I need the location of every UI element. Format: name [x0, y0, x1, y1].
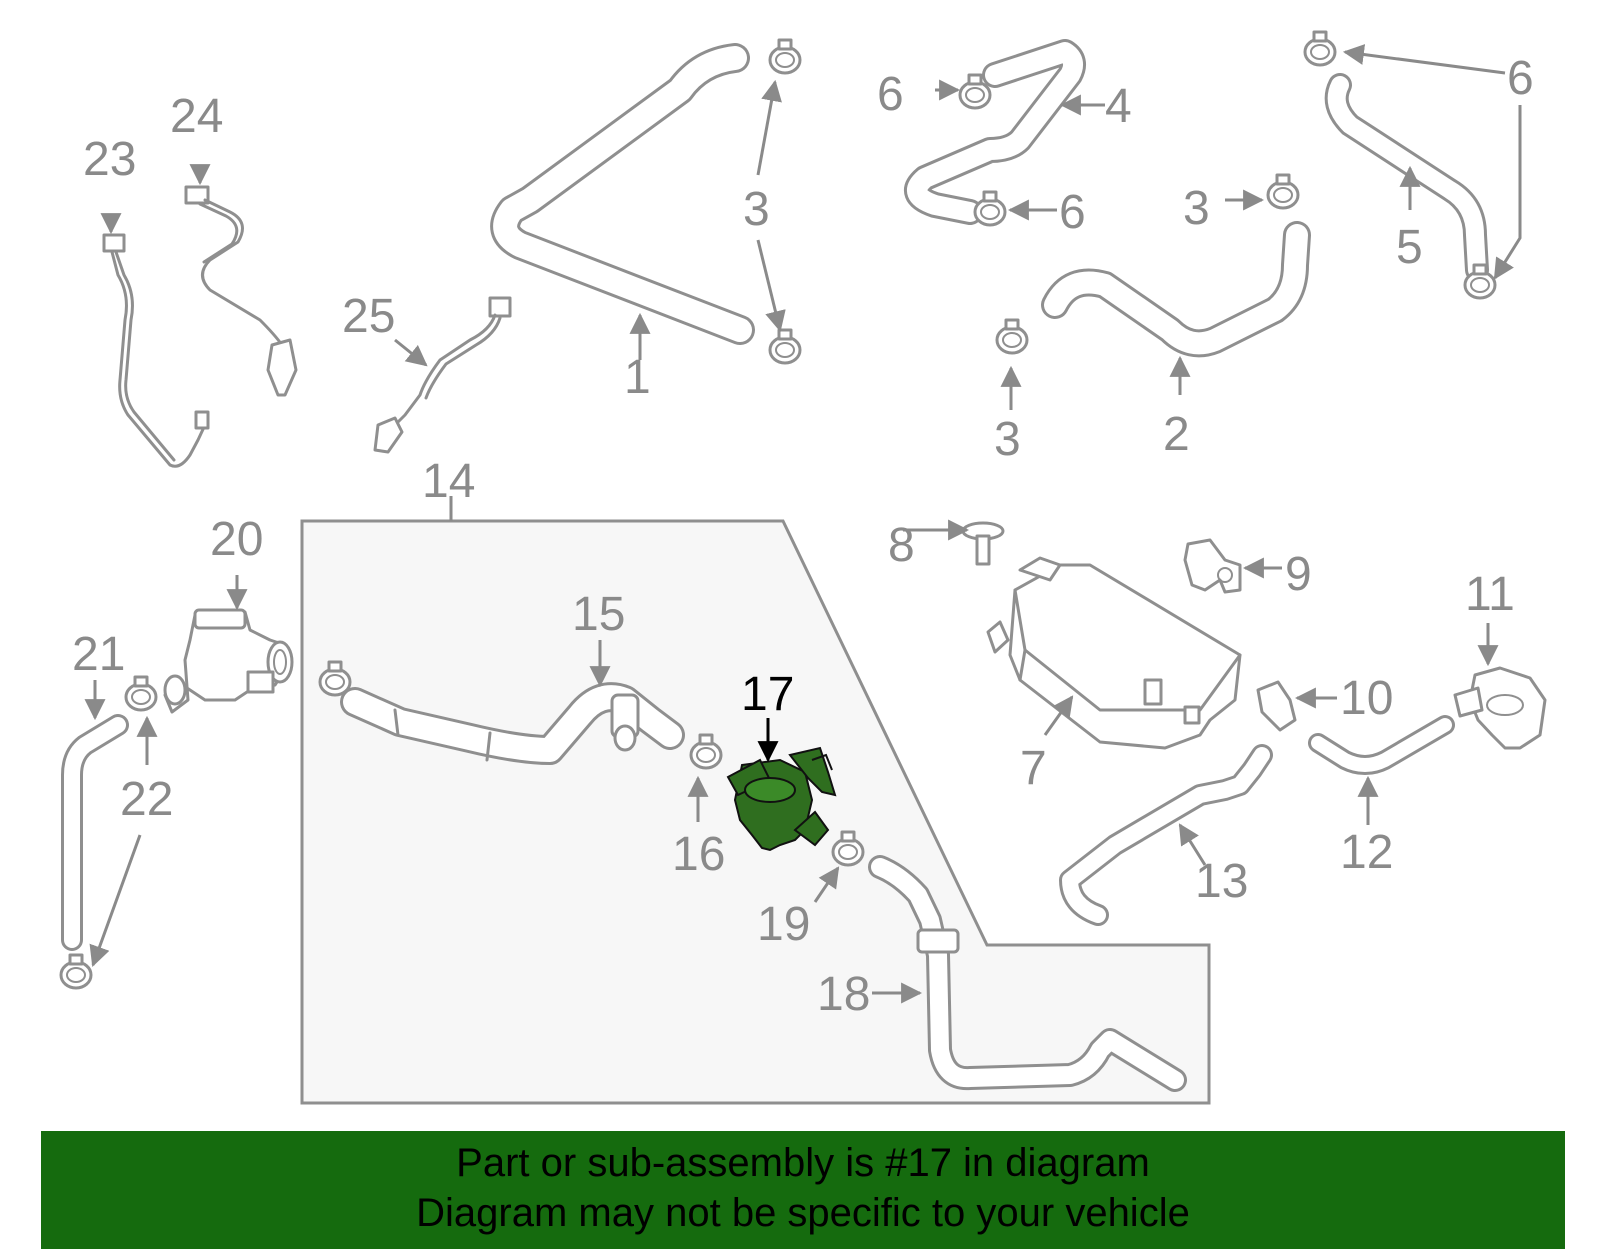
callout-13: 13 — [1195, 855, 1248, 908]
callout-7: 7 — [1020, 742, 1047, 795]
part-11-valve — [1453, 666, 1547, 750]
callout-20: 20 — [210, 513, 263, 566]
callout-25: 25 — [342, 290, 395, 343]
callout-1: 1 — [624, 351, 651, 404]
part-6-clamp — [1303, 30, 1337, 67]
callout-5: 5 — [1396, 221, 1423, 274]
callout-23: 23 — [83, 133, 136, 186]
callout-3: 3 — [743, 183, 770, 236]
part-22-clamp — [124, 675, 158, 712]
callout-18: 18 — [817, 968, 870, 1021]
part-17-purge-valve — [726, 746, 837, 852]
callout-11: 11 — [1465, 568, 1515, 621]
callout-2: 2 — [1163, 408, 1190, 461]
part-3-clamp — [1266, 173, 1300, 210]
part-1-hose — [490, 43, 755, 345]
callout-22: 22 — [120, 773, 173, 826]
part-3-clamp — [768, 328, 802, 365]
part-12-hose — [1308, 715, 1455, 775]
part-5-hose — [1324, 73, 1489, 282]
part-3-clamp — [995, 318, 1029, 355]
callout-6: 6 — [877, 68, 904, 121]
callout-17: 17 — [741, 668, 794, 721]
callout-3: 3 — [1183, 182, 1210, 235]
banner-line-2: Diagram may not be specific to your vehi… — [416, 1191, 1190, 1235]
callout-24: 24 — [170, 90, 223, 143]
part-10-connector — [1256, 680, 1297, 732]
part-15-hose — [340, 682, 685, 765]
part-13-hose — [1059, 744, 1273, 926]
callout-3: 3 — [994, 413, 1021, 466]
callout-9: 9 — [1285, 548, 1312, 601]
callout-12: 12 — [1340, 826, 1393, 879]
part-4-hose — [904, 39, 1086, 225]
parts-diagram: 1 2 3 3 3 4 5 6 6 6 7 8 9 10 11 12 13 14… — [59, 30, 1547, 1105]
part-21-hose — [61, 714, 129, 951]
callout-10: 10 — [1340, 672, 1393, 725]
callout-21: 21 — [72, 628, 125, 681]
callout-14: 14 — [422, 455, 475, 508]
part-9-bracket — [1183, 538, 1242, 594]
callout-8: 8 — [888, 519, 915, 572]
part-info-banner: Part or sub-assembly is #17 in diagram D… — [41, 1131, 1565, 1249]
callout-16: 16 — [672, 828, 725, 881]
part-8-bolt — [961, 521, 1005, 566]
part-18-hose — [868, 855, 1187, 1092]
leader-lines — [84, 44, 1522, 1004]
callout-6: 6 — [1507, 52, 1534, 105]
callout-4: 4 — [1105, 80, 1132, 133]
part-2-hose — [1041, 221, 1311, 358]
part-22-clamp — [59, 953, 93, 990]
part-3-clamp — [768, 38, 802, 75]
callout-6: 6 — [1059, 186, 1086, 239]
banner-line-1: Part or sub-assembly is #17 in diagram — [456, 1141, 1150, 1185]
part-6-clamp — [973, 190, 1007, 227]
callout-15: 15 — [572, 588, 625, 641]
callout-19: 19 — [757, 898, 810, 951]
part-20-valve — [163, 608, 294, 714]
part-23-sensor — [102, 233, 210, 468]
part-24-sensor — [184, 185, 298, 397]
part-25-sensor — [373, 296, 512, 454]
